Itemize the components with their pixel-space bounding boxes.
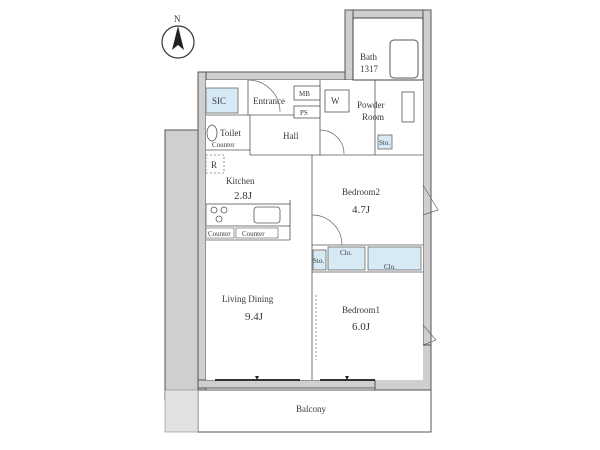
closet-1 [327,246,366,271]
toilet-label: Toilet [220,128,241,138]
bathtub-icon [389,39,419,79]
refrigerator-label: R [211,160,217,170]
sto-bed-label: Sto. [313,257,324,265]
burner-icon [210,206,218,214]
washer-label: W [331,96,340,106]
compass: N [161,14,195,59]
bath-size: 1317 [360,64,379,74]
burner-icon [215,215,223,223]
balcony-side [164,389,199,433]
closet-2-label: Clo. [384,263,396,271]
ps-box [293,105,321,119]
bedroom2-window-icon [422,184,439,216]
wall-bath-left [344,9,354,81]
closet-1-label: Clo. [340,249,352,257]
powder-label-1: Powder [357,100,385,110]
balcony-label: Balcony [296,404,326,414]
powder-door-icon [319,129,345,155]
counter-label-2: Counter [242,230,265,238]
kitchen-label: Kitchen [226,176,255,186]
wall-left [164,129,201,401]
mb-label: MB [299,90,310,98]
refrigerator-box [205,154,225,174]
ps-label: PS [300,109,308,117]
bedroom2-door-icon [311,214,343,246]
wall-bath-top [344,9,432,19]
powder-label-2: Room [362,112,384,122]
living-label: Living Dining [222,294,274,304]
sink-icon [401,91,415,123]
bedroom2-size: 4.7J [352,204,371,216]
kitchen-size: 2.8J [234,190,253,202]
compass-label: N [174,14,181,24]
mb-box [293,85,321,101]
bedroom2-label: Bedroom2 [342,187,380,197]
counter-box-2 [235,227,279,239]
sic-storage [205,87,239,114]
kitchen-sink-icon [253,206,281,224]
entrance-door-icon [247,79,281,113]
hall-label: Hall [283,131,299,141]
sto-small-box [377,134,393,150]
entrance-label: Entrance [253,96,285,106]
closet-2 [367,246,422,271]
toilet-icon [206,124,218,142]
washer-box [324,89,350,113]
wall-left-inner [197,71,207,393]
counter-label-1: Counter [208,230,231,238]
bedroom1-size: 6.0J [352,321,371,333]
window-marker-icon [345,376,349,380]
bath-room [352,17,424,81]
bedroom1-label: Bedroom1 [342,305,380,315]
living-size: 9.4J [245,311,264,323]
bedroom1-window-icon [422,324,437,346]
bath-label: Bath [360,52,377,62]
window-marker-icon [255,376,259,380]
sto-small-label: Sto. [379,139,390,147]
sto-bed-box [312,249,327,271]
compass-needle-icon [172,26,184,50]
counter-box-1 [205,227,235,239]
burner-icon [220,206,228,214]
toilet-counter-label: Counter [212,141,235,149]
sic-label: SIC [212,96,226,106]
